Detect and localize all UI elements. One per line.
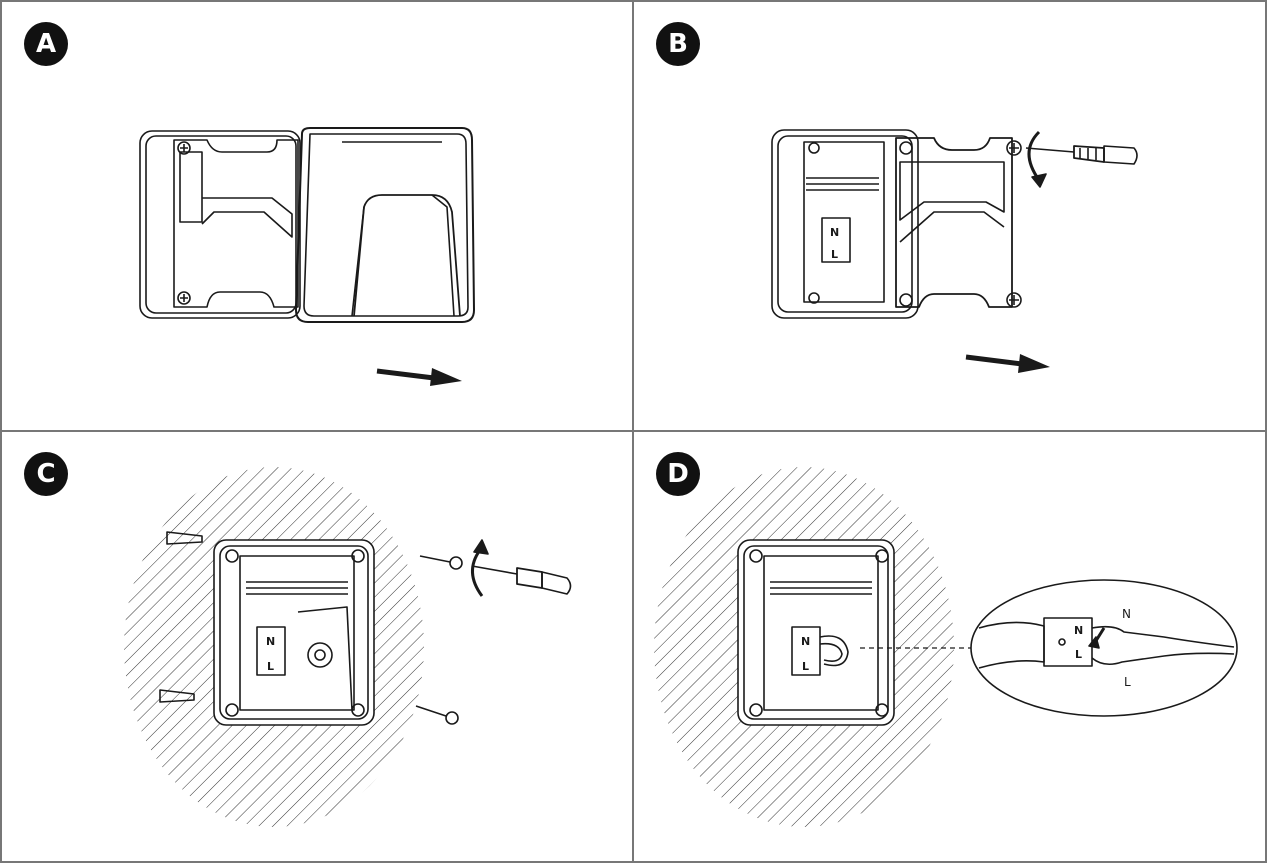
step-a-base-box	[139, 130, 301, 319]
step-b-screw	[1006, 140, 1022, 156]
step-d-cable	[819, 635, 849, 667]
step-c-cable-entry	[307, 642, 333, 668]
step-c-terminal-n: N	[266, 635, 275, 648]
step-a-screw-hole	[177, 291, 191, 305]
step-b-screwdriver	[1025, 145, 1138, 165]
step-c-wall-plug	[159, 689, 195, 703]
step-c-rotation-arrow	[471, 549, 484, 597]
step-c-base-box	[213, 539, 375, 726]
step-b-base-box	[771, 129, 919, 319]
step-b-terminal-n: N	[830, 226, 839, 239]
step-d-detail-callout	[970, 579, 1238, 717]
step-d-panel: D N L	[634, 432, 1265, 861]
step-b-badge: B	[656, 22, 700, 66]
step-b-rotation-arrow	[1027, 130, 1041, 181]
step-c-screw	[415, 705, 459, 725]
step-d-wire-n	[1091, 625, 1235, 648]
step-a-direction-arrow	[376, 368, 462, 386]
step-b-screw	[899, 141, 913, 155]
step-b-screw	[1006, 292, 1022, 308]
step-b-direction-arrow	[965, 354, 1050, 373]
step-a-badge: A	[24, 22, 68, 66]
step-c-terminal-block	[256, 626, 286, 676]
step-b-illustration: N L	[771, 129, 1138, 373]
step-c-screwdriver	[471, 565, 572, 595]
step-d-detail-terminal-l: L	[1075, 648, 1082, 661]
step-b-terminal-block	[821, 217, 851, 263]
step-d-live-label: L	[1124, 675, 1131, 689]
step-b-screw	[899, 293, 913, 307]
step-b-panel: B N L	[634, 2, 1265, 430]
step-a-panel: A	[2, 2, 632, 430]
step-c-terminal-l: L	[267, 660, 274, 673]
step-d-base-box	[737, 539, 895, 726]
step-c-illustration: N L	[124, 467, 572, 827]
step-d-terminal-n: N	[801, 635, 810, 648]
step-b-terminal-l: L	[831, 248, 838, 261]
step-b-mounting-plate	[895, 137, 1013, 308]
step-d-neutral-label: N	[1122, 607, 1131, 621]
step-d-wire-l	[1091, 652, 1235, 666]
step-c-badge: C	[24, 452, 68, 496]
step-c-wall-plug	[166, 531, 203, 545]
step-d-badge: D	[656, 452, 700, 496]
step-c-screw	[419, 555, 463, 570]
step-d-detail-terminal-n: N	[1074, 624, 1083, 637]
step-a-cover	[295, 127, 475, 323]
step-a-illustration	[139, 127, 475, 386]
step-d-illustration: N L N L N L	[654, 467, 1238, 827]
step-c-panel: C N L	[2, 432, 632, 861]
step-a-screw-hole	[177, 141, 191, 155]
step-d-terminal-l: L	[802, 660, 809, 673]
step-d-terminal-block	[791, 626, 821, 676]
